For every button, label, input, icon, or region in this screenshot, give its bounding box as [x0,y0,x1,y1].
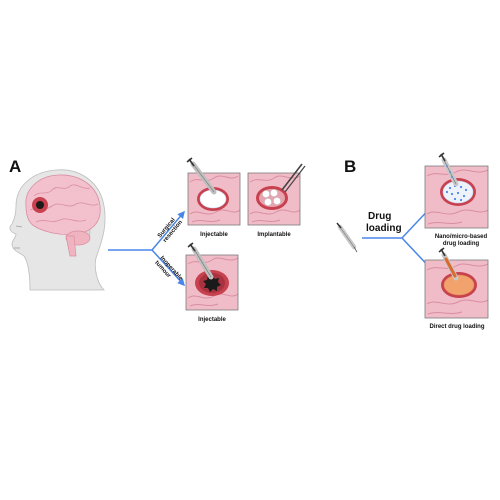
nanoparticle [464,188,468,192]
tile-implantable [247,163,306,226]
drug-loading-line1: Drug [368,211,391,222]
nanoparticle [459,185,463,189]
head-illustration [9,169,106,291]
arrow-to-inoperable [151,249,186,287]
route-surgical-resection: Surgical resection [157,217,184,244]
syringe-icon [438,247,459,281]
caption-injectable-top: Injectable [200,232,228,238]
tile-nano-micro [424,152,489,229]
nanoparticle [453,197,457,201]
syringe-icon [438,152,459,187]
implant-wafer [264,198,272,206]
caption-implantable: Implantable [257,232,291,238]
caption-nano-line1: Nano/micro-based [435,234,488,240]
panel-a-label: A [9,157,21,176]
tumor-mass [203,276,221,292]
syringe-icon [186,157,217,195]
caption-direct: Direct drug loading [429,324,484,330]
tile-direct-loading [424,247,489,319]
nanoparticle [448,186,452,190]
syringe-icon [336,222,358,253]
nanoparticle [462,194,466,198]
implant-wafer [273,197,281,205]
forceps-icon [281,163,306,193]
caption-nano-line2: drug loading [443,241,480,247]
route-inoperable-tumour: Inoperable tumour [153,255,183,282]
nanoparticle [450,192,454,196]
arrow-to-resection [151,210,185,251]
implant-wafer [262,190,270,198]
nanoparticle [459,198,463,202]
drug-loading-line2: loading [366,223,402,234]
caption-injectable-bottom: Injectable [198,317,226,323]
implant-wafer [270,189,278,197]
tile-injectable-resection [186,157,241,226]
nanoparticle [445,190,449,194]
panel-b-label: B [344,157,356,176]
panel-a-arrows [108,210,186,287]
syringe-icon [187,242,214,280]
nanoparticle [456,191,460,195]
tile-injectable-inoperable [185,242,239,311]
